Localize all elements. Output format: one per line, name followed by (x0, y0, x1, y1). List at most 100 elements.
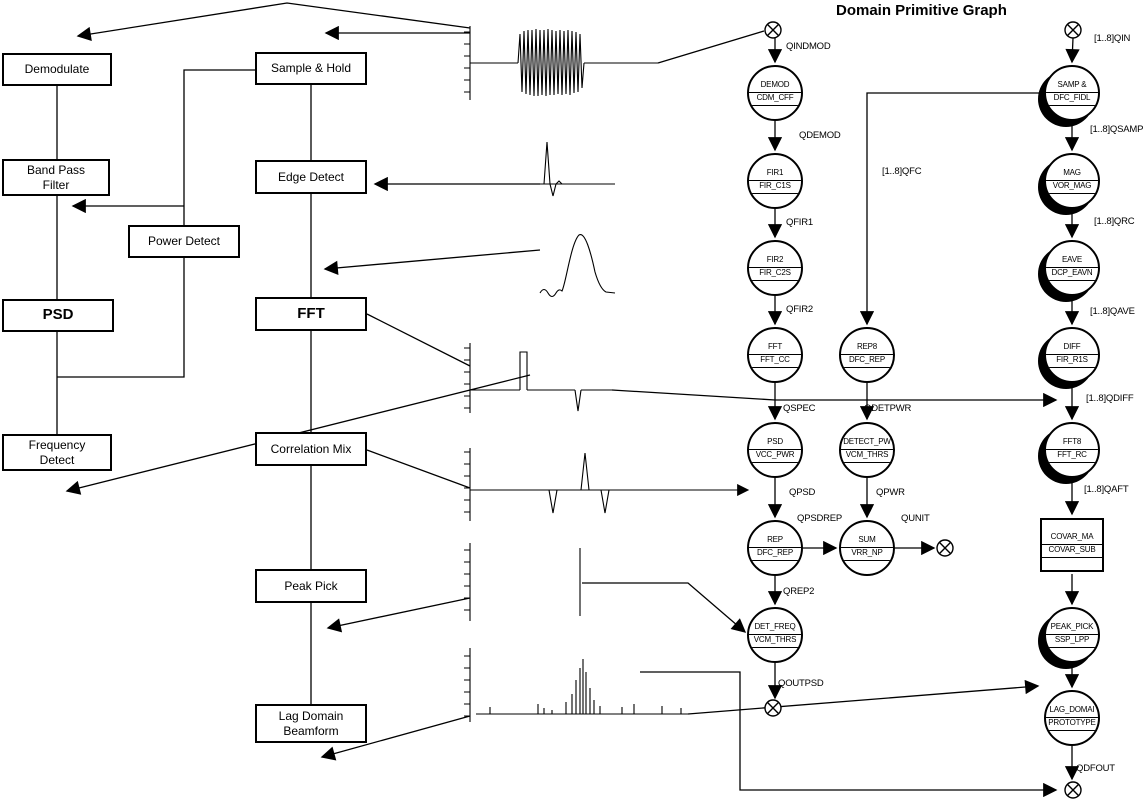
node-primitive: DCP_EAVN (1046, 268, 1098, 281)
graph-node-covar: COVAR_MA COVAR_SUB (1040, 518, 1104, 572)
node-primitive: SSP_LPP (1046, 635, 1098, 648)
edge-label-qdemod: QDEMOD (799, 130, 841, 141)
graph-node-fir2: FIR2 FIR_C2S (747, 240, 803, 296)
graph-node-fft-cc: FFT FFT_CC (747, 327, 803, 383)
node-primitive: VCM_THRS (749, 635, 801, 648)
graph-node-psd-vcc: PSD VCC_PWR (747, 422, 803, 478)
edge-label-qpsdrep: QPSDREP (797, 513, 843, 524)
graph-node-mag: MAG VOR_MAG (1044, 153, 1100, 209)
edge-label-qfc: [1..8]QFC (882, 166, 922, 177)
node-name: PSD (749, 437, 801, 450)
flow-box-lag-domain-beamform: Lag Domain Beamform (255, 704, 367, 743)
node-name: FFT8 (1046, 437, 1098, 450)
edge-label-qave: [1..8]QAVE (1090, 306, 1135, 317)
graph-node-diff: DIFF FIR_R1S (1044, 327, 1100, 383)
graph-node-fft8: FFT8 FFT_RC (1044, 422, 1100, 478)
io-terminal-icon (764, 21, 782, 39)
graph-node-eave: EAVE DCP_EAVN (1044, 240, 1100, 296)
node-primitive: FIR_C2S (749, 268, 801, 281)
edge-label-qfir2: QFIR2 (786, 304, 813, 315)
node-primitive: COVAR_SUB (1042, 545, 1102, 558)
node-name: SUM (841, 535, 893, 548)
node-primitive: FFT_RC (1046, 450, 1098, 463)
graph-node-lag-domain: LAG_DOMAI PROTOTYPE (1044, 690, 1100, 746)
node-name: PEAK_PICK (1046, 622, 1098, 635)
page-title: Domain Primitive Graph (836, 2, 1007, 19)
flow-box-correlation-mix: Correlation Mix (255, 432, 367, 466)
node-name: EAVE (1046, 255, 1098, 268)
io-terminal-icon (764, 699, 782, 717)
edge-label-qrep2: QREP2 (783, 586, 815, 597)
flow-box-band-pass-filter: Band Pass Filter (2, 159, 110, 196)
edge-label-qin: [1..8]QIN (1094, 33, 1131, 44)
node-primitive: CDM_CFF (749, 93, 801, 106)
edge-label-qsamp: [1..8]QSAMP (1090, 124, 1144, 135)
graph-node-samp: SAMP & DFC_FIDL (1044, 65, 1100, 121)
graph-node-sum: SUM VRR_NP (839, 520, 895, 576)
edge-label-qaft: [1..8]QAFT (1084, 484, 1129, 495)
graph-node-rep8: REP8 DFC_REP (839, 327, 895, 383)
graph-node-peak-pick: PEAK_PICK SSP_LPP (1044, 607, 1100, 663)
waveform-lag-histogram (464, 648, 688, 722)
edge-label-qpsd: QPSD (789, 487, 816, 498)
graph-node-rep: REP DFC_REP (747, 520, 803, 576)
edge-label-qspec: QSPEC (783, 403, 816, 414)
waveform-spectrum (464, 343, 612, 413)
waveform-edge-pulse (540, 141, 615, 197)
node-name: DIFF (1046, 342, 1098, 355)
node-name: FFT (749, 342, 801, 355)
graph-node-fir1: FIR1 FIR_C1S (747, 153, 803, 209)
io-terminal-icon (1064, 781, 1082, 799)
node-primitive: VCM_THRS (841, 450, 893, 463)
edge-label-qrc: [1..8]QRC (1094, 216, 1135, 227)
flow-box-fft: FFT (255, 297, 367, 331)
mapping-lines (65, 30, 1058, 798)
edge-label-qunit: QUNIT (901, 513, 930, 524)
node-primitive: FIR_C1S (749, 181, 801, 194)
node-name: DEMOD (749, 80, 801, 93)
flow-box-psd: PSD (2, 299, 114, 332)
edge-label-qfir1: QFIR1 (786, 217, 813, 228)
node-primitive: DFC_REP (749, 548, 801, 561)
waveform-power-envelope (539, 234, 616, 298)
flow-box-frequency-detect: Frequency Detect (2, 434, 112, 471)
graph-node-detect-pw: DETECT_PW VCM_THRS (839, 422, 895, 478)
node-primitive: PROTOTYPE (1046, 718, 1098, 731)
edge-label-qdiff: [1..8]QDIFF (1086, 393, 1134, 404)
node-primitive: VOR_MAG (1046, 181, 1098, 194)
flow-box-edge-detect: Edge Detect (255, 160, 367, 194)
waveform-correlation (464, 448, 750, 521)
node-primitive: VCC_PWR (749, 450, 801, 463)
node-name: REP (749, 535, 801, 548)
node-name: REP8 (841, 342, 893, 355)
node-name: SAMP & (1046, 80, 1098, 93)
node-name: FIR2 (749, 255, 801, 268)
node-name: MAG (1046, 168, 1098, 181)
node-name: DET_FREQ (749, 622, 801, 635)
flow-box-sample-hold: Sample & Hold (255, 52, 367, 85)
edge-label-qpwr: QPWR (876, 487, 905, 498)
node-primitive: DFC_FIDL (1046, 93, 1098, 106)
graph-edges (767, 37, 1080, 781)
node-primitive: VRR_NP (841, 548, 893, 561)
flow-box-peak-pick: Peak Pick (255, 569, 367, 603)
waveform-modulated-carrier (464, 26, 658, 100)
edge-label-qdfout: QDFOUT (1076, 763, 1115, 774)
graph-node-det-freq: DET_FREQ VCM_THRS (747, 607, 803, 663)
flow-box-power-detect: Power Detect (128, 225, 240, 258)
node-primitive: DFC_REP (841, 355, 893, 368)
node-name: FIR1 (749, 168, 801, 181)
flow-box-demodulate: Demodulate (2, 53, 112, 86)
node-name: DETECT_PW (841, 437, 893, 450)
edge-label-qdetpwr: QDETPWR (864, 403, 912, 414)
graph-node-demod: DEMOD CDM_CFF (747, 65, 803, 121)
node-primitive: FFT_CC (749, 355, 801, 368)
io-terminal-icon (936, 539, 954, 557)
node-name: COVAR_MA (1042, 532, 1102, 545)
flowchart-connectors (56, 2, 471, 704)
edge-label-qoutpsd: QOUTPSD (778, 678, 824, 689)
io-terminal-icon (1064, 21, 1082, 39)
node-name: LAG_DOMAI (1046, 705, 1098, 718)
